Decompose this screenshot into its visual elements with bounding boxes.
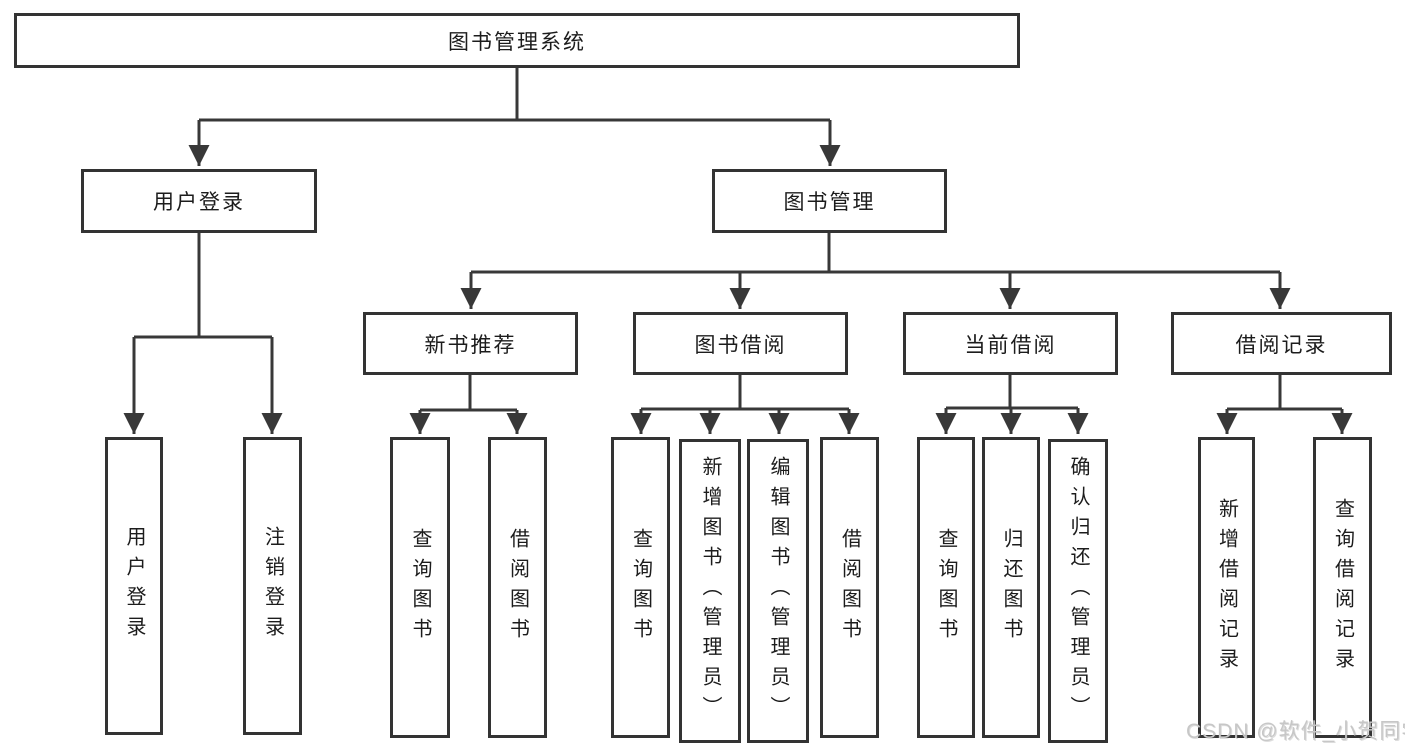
- leaf-br-add-record-label: 新增借阅记录: [1215, 497, 1238, 678]
- node-user-login: 用户登录: [81, 169, 317, 233]
- leaf-br-query-record-label: 查询借阅记录: [1331, 497, 1354, 678]
- leaf-bb-borrow-books-label: 借阅图书: [838, 527, 861, 648]
- leaf-nbr-query-books: 查询图书: [390, 437, 450, 738]
- leaf-bb-add-books-admin: 新增图书（管理员）: [679, 439, 741, 743]
- leaf-bb-query-books: 查询图书: [611, 437, 670, 738]
- leaf-cb-query-books-label: 查询图书: [935, 527, 957, 648]
- leaf-cb-confirm-return-admin-label: 确认归还（管理员）: [1067, 456, 1089, 726]
- leaf-logout-label: 注销登录: [261, 526, 284, 646]
- node-book-management: 图书管理: [712, 169, 947, 233]
- leaf-cb-return-books: 归还图书: [982, 437, 1040, 738]
- leaf-user-login-label: 用户登录: [123, 526, 145, 646]
- csdn-watermark: CSDN @软件_小贺同学: [1186, 720, 1405, 743]
- leaf-nbr-borrow-books: 借阅图书: [488, 437, 547, 738]
- leaf-bb-add-books-admin-label: 新增图书（管理员）: [699, 456, 721, 726]
- leaf-nbr-query-books-label: 查询图书: [409, 527, 431, 648]
- leaf-br-add-record: 新增借阅记录: [1198, 437, 1255, 738]
- leaf-bb-borrow-books: 借阅图书: [820, 437, 879, 738]
- node-new-book-recommendation: 新书推荐: [363, 312, 578, 375]
- leaf-br-query-record: 查询借阅记录: [1313, 437, 1372, 738]
- node-current-borrowing: 当前借阅: [903, 312, 1118, 375]
- leaf-cb-confirm-return-admin: 确认归还（管理员）: [1048, 439, 1108, 743]
- leaf-bb-edit-books-admin: 编辑图书（管理员）: [747, 439, 809, 743]
- leaf-bb-query-books-label: 查询图书: [629, 527, 652, 648]
- leaf-user-login: 用户登录: [105, 437, 163, 735]
- leaf-logout: 注销登录: [243, 437, 302, 735]
- leaf-cb-query-books: 查询图书: [917, 437, 975, 738]
- node-borrowing-records: 借阅记录: [1171, 312, 1392, 375]
- leaf-nbr-borrow-books-label: 借阅图书: [506, 527, 529, 648]
- leaf-bb-edit-books-admin-label: 编辑图书（管理员）: [767, 456, 789, 726]
- node-book-borrowing: 图书借阅: [633, 312, 848, 375]
- leaf-cb-return-books-label: 归还图书: [1000, 527, 1022, 648]
- node-root: 图书管理系统: [14, 13, 1020, 68]
